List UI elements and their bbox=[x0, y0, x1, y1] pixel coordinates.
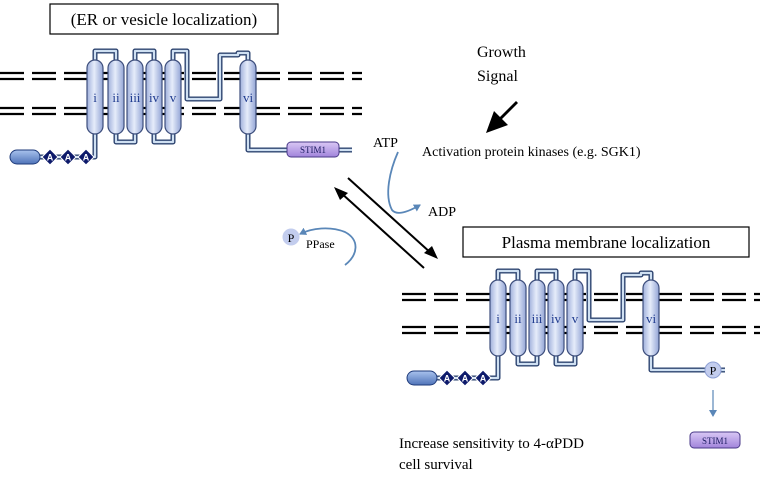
loop-iii-iv bbox=[132, 48, 157, 62]
helix-label-iii: iii bbox=[130, 90, 141, 105]
outcome-line-1: Increase sensitivity to 4-αPDD bbox=[399, 436, 584, 452]
helix-label-vi: vi bbox=[243, 90, 254, 105]
loop-i-ii bbox=[92, 48, 119, 62]
atp-label: ATP bbox=[373, 136, 398, 151]
helix-vi: vi bbox=[642, 279, 660, 357]
er-localization-label: (ER or vesicle localization) bbox=[49, 3, 279, 35]
tail-capsule bbox=[406, 370, 438, 386]
ankyrin-letter: A bbox=[47, 153, 54, 163]
dephosphorylation-arrow bbox=[299, 227, 357, 266]
ankyrin-repeat bbox=[41, 148, 59, 166]
ankyrin-repeat bbox=[456, 369, 474, 387]
ankyrin-repeat bbox=[438, 369, 456, 387]
loop-i-ii bbox=[495, 268, 521, 282]
helix-i: i bbox=[489, 279, 507, 357]
helix-label-iv: iv bbox=[149, 90, 160, 105]
loop-ii-iii bbox=[113, 132, 138, 145]
helix-iv: iv bbox=[547, 279, 565, 357]
helix-ii: ii bbox=[509, 279, 527, 357]
er-localization-text: (ER or vesicle localization) bbox=[71, 10, 257, 29]
phosphorylation-site: P bbox=[704, 361, 722, 379]
growth-signal-arrow bbox=[486, 101, 518, 133]
loop-iv-v bbox=[553, 354, 578, 367]
ankyrin-repeat bbox=[77, 148, 95, 166]
ankyrin-letter: A bbox=[65, 153, 72, 163]
plasma-membrane-text: Plasma membrane localization bbox=[502, 233, 711, 252]
signal-label: Signal bbox=[477, 68, 518, 85]
free-phosphate: P bbox=[282, 228, 300, 246]
released-stim1: STIM1 bbox=[689, 431, 741, 449]
loop-iv-v bbox=[151, 132, 176, 145]
released-stim1-label: STIM1 bbox=[702, 436, 728, 446]
helix-iii: iii bbox=[126, 59, 144, 135]
phospho-label: P bbox=[710, 364, 717, 378]
helix-vi: vi bbox=[239, 59, 257, 135]
helix-label-v: v bbox=[170, 90, 177, 105]
helix-label-iii: iii bbox=[532, 311, 543, 326]
helix-v: v bbox=[164, 59, 182, 135]
helix-iv: iv bbox=[145, 59, 163, 135]
growth-label: Growth bbox=[477, 44, 526, 61]
loop-iii-iv bbox=[534, 268, 559, 282]
ankyrin-letter: A bbox=[83, 153, 90, 163]
pore-loop bbox=[572, 268, 654, 323]
helix-label-vi: vi bbox=[646, 311, 657, 326]
pore-loop bbox=[170, 48, 251, 102]
helix-label-ii: ii bbox=[514, 311, 522, 326]
helix-label-ii: ii bbox=[112, 90, 120, 105]
ankyrin-letter: A bbox=[444, 374, 451, 384]
helix-v: v bbox=[566, 279, 584, 357]
atp-to-adp-arrow bbox=[387, 151, 421, 214]
ankyrin-letter: A bbox=[462, 374, 469, 384]
stim1-bound: STIM1 bbox=[286, 141, 340, 158]
helix-label-i: i bbox=[496, 311, 500, 326]
helix-label-v: v bbox=[572, 311, 579, 326]
helix-label-iv: iv bbox=[551, 311, 562, 326]
helix-label-i: i bbox=[93, 90, 97, 105]
loop-ii-iii bbox=[515, 354, 540, 367]
ppase-label: PPase bbox=[306, 237, 335, 251]
outcome-line-2: cell survival bbox=[399, 457, 473, 473]
plasma-membrane-label: Plasma membrane localization bbox=[462, 226, 750, 258]
free-phosphate-label: P bbox=[288, 231, 295, 245]
helix-iii: iii bbox=[528, 279, 546, 357]
c-terminal-tail bbox=[648, 354, 725, 373]
helix-i: i bbox=[86, 59, 104, 135]
helix-ii: ii bbox=[107, 59, 125, 135]
tail-capsule bbox=[9, 149, 41, 165]
kinase-activation-text: Activation protein kinases (e.g. SGK1) bbox=[422, 145, 641, 160]
adp-label: ADP bbox=[428, 205, 456, 220]
ankyrin-repeat bbox=[59, 148, 77, 166]
ankyrin-repeat bbox=[474, 369, 492, 387]
ankyrin-letter: A bbox=[480, 374, 487, 384]
stim1-bound-label: STIM1 bbox=[300, 145, 326, 155]
equilibrium-arrows bbox=[334, 177, 438, 269]
